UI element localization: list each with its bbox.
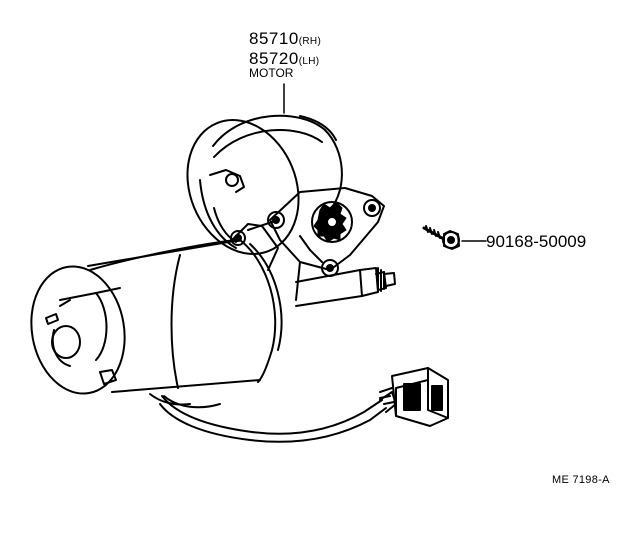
mounting-bracket	[230, 221, 279, 271]
motor-lh-label: 85720(LH)	[249, 50, 319, 68]
motor-rh-suffix: (RH)	[298, 36, 322, 47]
wire-harness	[159, 367, 449, 443]
gear-housing	[186, 114, 343, 255]
motor-lh-number: 85720	[249, 49, 299, 68]
motor-rh-label: 85710(RH)	[249, 30, 321, 48]
motor-name-label: MOTOR	[249, 66, 294, 80]
screw-part	[422, 225, 460, 250]
motor-rh-number: 85710	[249, 29, 299, 48]
output-shaft	[295, 267, 396, 307]
crank-plate	[267, 187, 385, 301]
screw-part-number: 90168-50009	[486, 232, 587, 251]
motor-lh-suffix: (LH)	[298, 56, 320, 67]
diagram-reference: ME 7198-A	[552, 474, 610, 486]
motor-body	[30, 239, 283, 409]
